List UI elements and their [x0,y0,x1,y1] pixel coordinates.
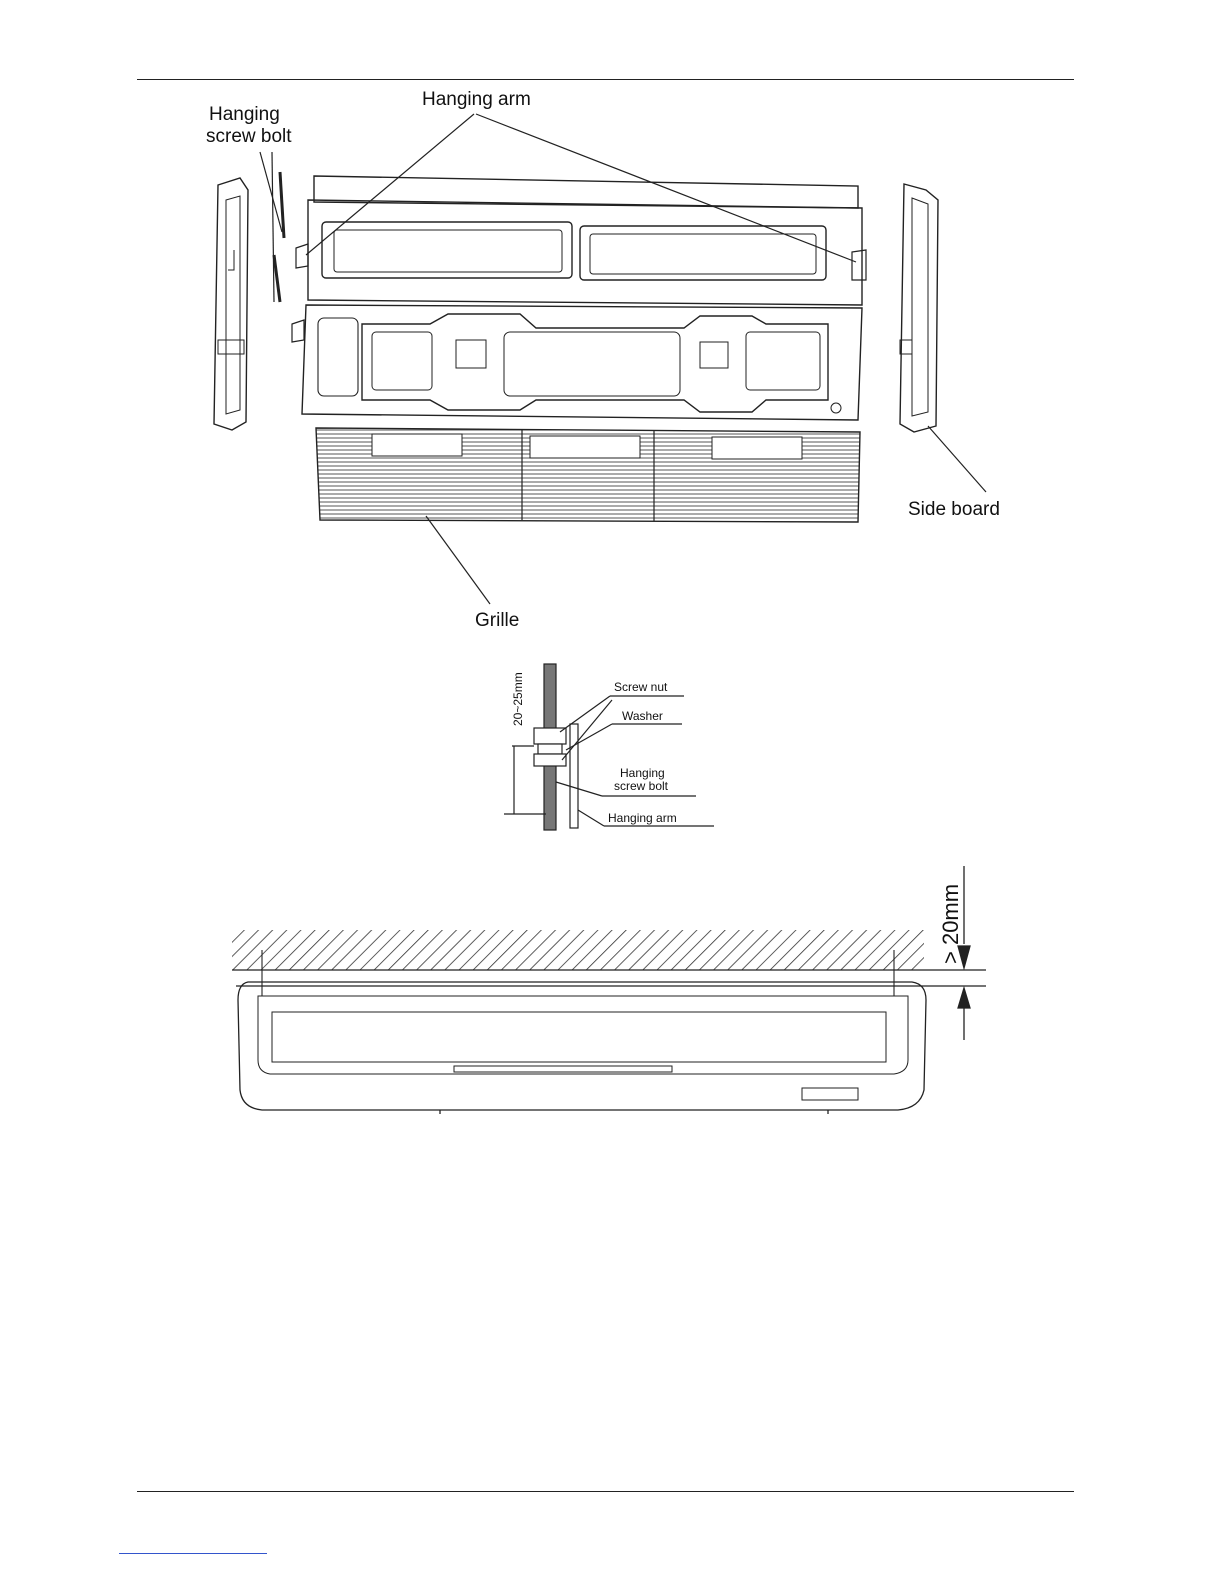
chassis-top [296,176,866,305]
hanging-screw-bolt-detail-label-line1: Hanging [620,766,665,780]
clearance-arrow-up [958,988,970,1008]
hanging-screw-bolt-label-line1: Hanging [209,104,280,125]
screw-nut-lower [534,754,566,766]
hanging-arm-label: Hanging arm [422,89,531,110]
grille-label: Grille [475,610,519,631]
hanging-arm-plate [570,724,578,828]
hanging-screw-bolts [274,172,284,302]
clearance-label: > 20mm [938,884,963,964]
hanging-screw-bolt-label-line2: screw bolt [206,126,292,147]
bolt-length-dimension-label: 20~25mm [511,672,525,726]
chassis-back-plate [292,305,862,420]
ceiling-hatch [232,930,924,970]
right-side-board [900,184,938,432]
hanging-arm-detail-label: Hanging arm [608,811,677,825]
grille [316,428,860,522]
hanging-screw-bolt-detail-label-line2: screw bolt [614,779,669,793]
washer [538,744,562,754]
side-board-label: Side board [908,499,1000,520]
ceiling-clearance-figure [232,866,986,1114]
unit-body [238,982,926,1110]
washer-label: Washer [622,709,663,723]
leader-lines [260,114,986,604]
exploded-unit-figure [214,114,986,604]
left-side-board [214,178,248,430]
screw-nut-label: Screw nut [614,680,668,694]
bolt-detail-figure [504,664,714,830]
